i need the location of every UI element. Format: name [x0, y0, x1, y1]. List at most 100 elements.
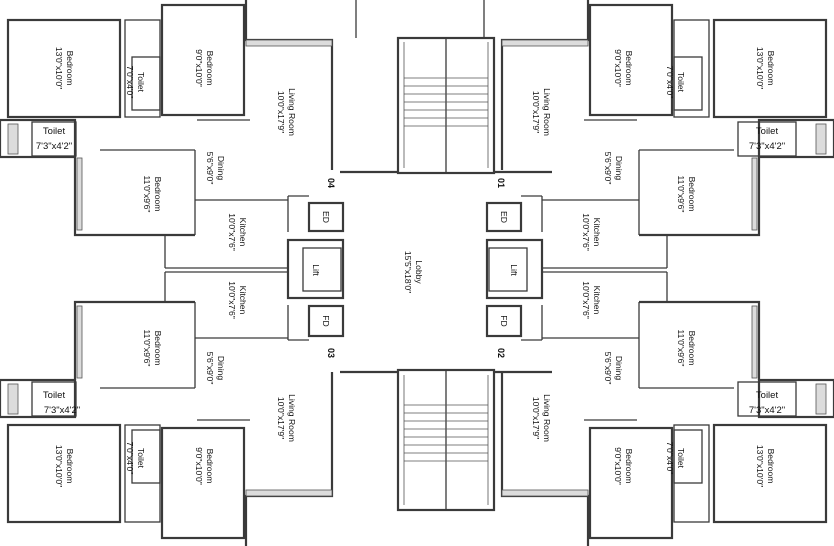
svg-text:Dining: Dining [614, 356, 624, 381]
svg-text:Lift: Lift [509, 264, 519, 276]
svg-text:Bedroom: Bedroom [687, 331, 697, 366]
lift-right: Lift [509, 264, 519, 276]
svg-text:9'0"x10'0": 9'0"x10'0" [194, 49, 204, 87]
svg-text:10'0"x7'6": 10'0"x7'6" [227, 281, 237, 319]
room-living-bl: Living Room 10'0"x17'9" [276, 394, 297, 442]
svg-text:10'0"x7'6": 10'0"x7'6" [581, 281, 591, 319]
room-bedroom-tr: Bedroom 9'0"x10'0" [613, 49, 634, 87]
svg-text:9'0"x10'0": 9'0"x10'0" [613, 447, 623, 485]
room-bedroom-tl: Bedroom 9'0"x10'0" [194, 49, 215, 87]
svg-text:01: 01 [496, 178, 506, 188]
room-bedroom-bl: Bedroom 9'0"x10'0" [194, 447, 215, 485]
svg-text:13'0"x10'0": 13'0"x10'0" [54, 47, 64, 89]
svg-text:Bedroom: Bedroom [205, 449, 215, 484]
svg-text:Living Room: Living Room [542, 88, 552, 136]
svg-text:5'6"x9'0": 5'6"x9'0" [603, 152, 613, 185]
room-toilet-tl: Toilet 7'0"x4'0" [125, 66, 146, 99]
flat-number-04: 04 [326, 178, 336, 188]
flat-04 [0, 0, 334, 268]
room-bedroom2-bl: Bedroom 11'0"x9'6" [142, 330, 163, 367]
svg-text:13'0"x10'0": 13'0"x10'0" [54, 445, 64, 487]
fd-left: FD [321, 315, 331, 326]
room-living-tl: Living Room 10'0"x17'9" [276, 88, 297, 136]
room-toilet-bl: Toilet 7'0"x4'0" [125, 442, 146, 475]
core-left [286, 195, 345, 341]
svg-text:Living Room: Living Room [542, 394, 552, 442]
room-bedroom-master-bl: Bedroom 13'0"x10'0" [54, 445, 75, 487]
svg-text:FD: FD [499, 315, 509, 326]
svg-text:10'0"x17'9": 10'0"x17'9" [276, 397, 286, 439]
svg-text:Kitchen: Kitchen [592, 218, 602, 247]
fd-right: FD [499, 315, 509, 326]
room-dining-tl: Dining 5'6"x9'0" [205, 152, 226, 185]
svg-text:Bedroom: Bedroom [153, 331, 163, 366]
room-bedroom2-br: Bedroom 11'0"x9'6" [676, 330, 697, 367]
svg-text:15'5"x18'0": 15'5"x18'0" [403, 251, 413, 293]
svg-text:02: 02 [496, 348, 506, 358]
svg-text:Dining: Dining [216, 356, 226, 381]
svg-text:Lobby: Lobby [414, 260, 424, 284]
flat-number-01: 01 [496, 178, 506, 188]
room-toilet-tr: Toilet 7'0"x4'0" [665, 66, 686, 99]
svg-text:Toilet: Toilet [676, 448, 686, 469]
toilet-box-br: Toilet 7'3"x4'2" [749, 390, 785, 416]
svg-text:Lift: Lift [311, 264, 321, 276]
toilet-dim: 7'3"x4'2" [749, 141, 785, 152]
toilet-dim: 7'3"x4'2" [749, 405, 785, 416]
svg-text:Bedroom: Bedroom [624, 51, 634, 86]
toilet-label: Toilet [43, 390, 66, 401]
svg-text:Bedroom: Bedroom [205, 51, 215, 86]
stair-bottom [396, 368, 496, 512]
svg-text:Bedroom: Bedroom [766, 449, 776, 484]
svg-text:11'0"x9'6": 11'0"x9'6" [142, 330, 152, 367]
toilet-box-bl: Toilet 7'3"x4'2" [43, 390, 80, 416]
room-bedroom-master-tl: Bedroom 13'0"x10'0" [54, 47, 75, 89]
room-dining-tr: Dining 5'6"x9'0" [603, 152, 624, 185]
toilet-label: Toilet [43, 126, 66, 137]
svg-text:Bedroom: Bedroom [766, 51, 776, 86]
room-living-br: Living Room 10'0"x17'9" [531, 394, 552, 442]
room-bedroom-master-tr: Bedroom 13'0"x10'0" [755, 47, 776, 89]
svg-text:Bedroom: Bedroom [65, 449, 75, 484]
flat-number-02: 02 [496, 348, 506, 358]
svg-text:FD: FD [321, 315, 331, 326]
toilet-box-tl: Toilet 7'3"x4'2" [36, 126, 72, 152]
stair-top [396, 36, 496, 175]
svg-text:7'0"x4'0": 7'0"x4'0" [665, 442, 675, 475]
svg-text:Dining: Dining [216, 156, 226, 181]
svg-text:10'0"x17'9": 10'0"x17'9" [531, 397, 541, 439]
flat-02 [500, 272, 834, 546]
corridor-right [542, 267, 667, 273]
svg-text:10'0"x7'6": 10'0"x7'6" [227, 213, 237, 251]
core-right [485, 195, 544, 341]
flat-01 [500, 0, 834, 268]
room-bedroom2-tr: Bedroom 11'0"x9'6" [676, 176, 697, 213]
room-dining-bl: Dining 5'6"x9'0" [205, 352, 226, 385]
room-kitchen-bl: Kitchen 10'0"x7'6" [227, 281, 248, 319]
ed-right: ED [499, 211, 509, 223]
toilet-label: Toilet [756, 390, 779, 401]
svg-text:Kitchen: Kitchen [238, 286, 248, 315]
flat-number-03: 03 [326, 348, 336, 358]
svg-text:10'0"x17'9": 10'0"x17'9" [276, 91, 286, 133]
svg-text:11'0"x9'6": 11'0"x9'6" [676, 330, 686, 367]
svg-text:7'0"x4'0": 7'0"x4'0" [125, 66, 135, 99]
toilet-dim: 7'3"x4'2" [44, 405, 80, 416]
svg-text:03: 03 [326, 348, 336, 358]
flat-03 [0, 272, 334, 546]
room-bedroom-master-br: Bedroom 13'0"x10'0" [755, 445, 776, 487]
svg-text:11'0"x9'6": 11'0"x9'6" [676, 176, 686, 213]
room-kitchen-br: Kitchen 10'0"x7'6" [581, 281, 602, 319]
svg-text:Living Room: Living Room [287, 394, 297, 442]
toilet-box-tr: Toilet 7'3"x4'2" [749, 126, 785, 152]
svg-text:ED: ED [321, 211, 331, 223]
lobby [340, 0, 552, 374]
svg-text:Living Room: Living Room [287, 88, 297, 136]
svg-text:7'0"x4'0": 7'0"x4'0" [665, 66, 675, 99]
toilet-label: Toilet [756, 126, 779, 137]
svg-text:13'0"x10'0": 13'0"x10'0" [755, 445, 765, 487]
svg-text:Dining: Dining [614, 156, 624, 181]
room-kitchen-tr: Kitchen 10'0"x7'6" [581, 213, 602, 251]
svg-text:Bedroom: Bedroom [153, 177, 163, 212]
svg-text:Bedroom: Bedroom [624, 449, 634, 484]
